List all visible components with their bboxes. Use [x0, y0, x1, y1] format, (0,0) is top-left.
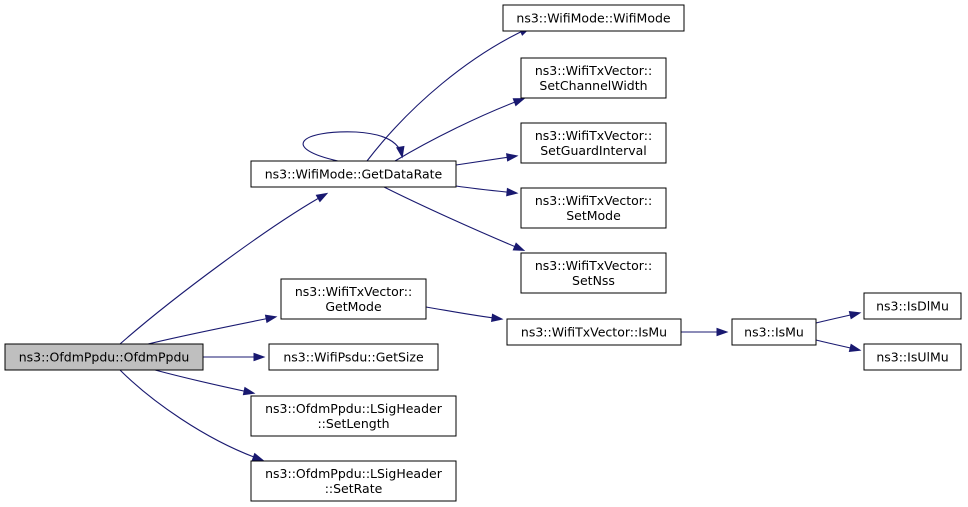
node-label-line: ns3::WifiTxVector:: [535, 193, 652, 208]
node-label-line: ::SetLength [317, 416, 389, 431]
node-label-line: SetMode [566, 208, 621, 223]
edge-txvector-is-mu-to-is-mu [681, 327, 729, 337]
edge-get-data-rate-to-set-channel-width [394, 98, 526, 162]
node-is-mu[interactable]: ns3::IsMu [731, 318, 817, 346]
node-box [268, 343, 439, 371]
node-label-line: ns3::IsMu [744, 325, 804, 340]
node-label-line: ns3::WifiTxVector::IsMu [521, 325, 667, 340]
node-label-line: ns3::WifiTxVector:: [295, 284, 412, 299]
node-label-line: ns3::WifiTxVector:: [535, 63, 652, 78]
node-box [250, 395, 457, 437]
edge-ofdm-ppdu-ctor-to-set-rate [119, 369, 265, 461]
node-label-line: GetMode [325, 299, 382, 314]
edge-get-data-rate-to-set-nss [383, 186, 526, 251]
edge-get-mode-to-txvector-is-mu [425, 306, 504, 323]
edge-is-mu-to-is-ul-mu [815, 339, 862, 352]
node-label-line: ns3::WifiMode::GetDataRate [265, 167, 443, 182]
node-box [863, 343, 962, 371]
arrowhead-icon [242, 386, 256, 396]
node-box [731, 318, 817, 346]
edge-get-data-rate-to-get-data-rate [302, 131, 405, 162]
edges-layer [119, 26, 862, 461]
node-label-line: ns3::OfdmPpdu::OfdmPpdu [19, 350, 190, 365]
edge-line [394, 98, 524, 162]
edge-ofdm-ppdu-ctor-to-get-data-rate [119, 192, 329, 345]
edge-get-data-rate-to-set-guard-interval [455, 153, 519, 166]
arrowhead-icon [264, 314, 278, 324]
node-label-line: ::SetRate [325, 481, 383, 496]
node-set-mode[interactable]: ns3::WifiTxVector::SetMode [520, 187, 667, 229]
arrowhead-icon [396, 145, 405, 159]
node-box [250, 460, 457, 502]
node-label-line: ns3::WifiTxVector:: [535, 128, 652, 143]
arrowhead-icon [848, 311, 862, 320]
node-box [520, 252, 667, 294]
node-box [506, 318, 682, 346]
node-label-line: ns3::WifiTxVector:: [535, 258, 652, 273]
edge-ofdm-ppdu-ctor-to-set-length [154, 369, 256, 396]
edge-ofdm-ppdu-ctor-to-get-mode [147, 314, 278, 345]
arrowhead-icon [506, 187, 519, 197]
node-ofdm-ppdu-ctor[interactable]: ns3::OfdmPpdu::OfdmPpdu [4, 343, 204, 371]
node-label-line: SetNss [572, 273, 615, 288]
edge-line [425, 306, 502, 320]
node-is-dl-mu[interactable]: ns3::IsDlMu [863, 292, 962, 320]
arrowhead-icon [716, 327, 729, 337]
node-box [4, 343, 204, 371]
edge-line [383, 186, 524, 251]
node-box [280, 278, 427, 320]
node-set-guard-interval[interactable]: ns3::WifiTxVector::SetGuardInterval [520, 122, 667, 164]
node-label-line: ns3::IsDlMu [876, 299, 949, 314]
arrowhead-icon [251, 452, 265, 461]
node-get-data-rate[interactable]: ns3::WifiMode::GetDataRate [250, 160, 457, 188]
node-label-line: ns3::OfdmPpdu::LSigHeader [265, 466, 443, 481]
node-label-line: ns3::WifiPsdu::GetSize [283, 350, 424, 365]
node-box [250, 160, 457, 188]
arrowhead-icon [315, 192, 329, 203]
edge-line [119, 193, 327, 345]
edge-line [147, 316, 276, 345]
node-label-line: SetGuardInterval [540, 143, 647, 158]
node-box [520, 122, 667, 164]
edge-ofdm-ppdu-ctor-to-get-size [203, 352, 266, 362]
edge-line [154, 369, 254, 394]
edge-line [119, 369, 263, 461]
arrowhead-icon [253, 352, 266, 362]
node-set-rate[interactable]: ns3::OfdmPpdu::LSigHeader::SetRate [250, 460, 457, 502]
node-is-ul-mu[interactable]: ns3::IsUlMu [863, 343, 962, 371]
node-set-channel-width[interactable]: ns3::WifiTxVector::SetChannelWidth [520, 57, 667, 99]
node-set-nss[interactable]: ns3::WifiTxVector::SetNss [520, 252, 667, 294]
node-set-length[interactable]: ns3::OfdmPpdu::LSigHeader::SetLength [250, 395, 457, 437]
node-label-line: ns3::IsUlMu [876, 350, 948, 365]
node-get-size[interactable]: ns3::WifiPsdu::GetSize [268, 343, 439, 371]
node-box [863, 292, 962, 320]
arrowhead-icon [512, 242, 526, 251]
arrowhead-icon [491, 313, 504, 323]
edge-line [366, 27, 530, 162]
node-box [502, 4, 685, 32]
node-txvector-is-mu[interactable]: ns3::WifiTxVector::IsMu [506, 318, 682, 346]
edge-get-data-rate-to-set-mode [455, 185, 519, 197]
edge-line [302, 131, 403, 162]
node-wifimode-ctor[interactable]: ns3::WifiMode::WifiMode [502, 4, 685, 32]
arrowhead-icon [512, 98, 526, 107]
edge-is-mu-to-is-dl-mu [815, 311, 862, 324]
node-label-line: SetChannelWidth [539, 78, 647, 93]
node-get-mode[interactable]: ns3::WifiTxVector::GetMode [280, 278, 427, 320]
node-label-line: ns3::WifiMode::WifiMode [516, 11, 671, 26]
node-box [520, 57, 667, 99]
arrowhead-icon [506, 153, 519, 162]
nodes-layer: ns3::OfdmPpdu::OfdmPpdu ns3::WifiMode::Ge… [4, 4, 962, 502]
node-box [520, 187, 667, 229]
arrowhead-icon [848, 343, 862, 352]
node-label-line: ns3::OfdmPpdu::LSigHeader [265, 401, 443, 416]
